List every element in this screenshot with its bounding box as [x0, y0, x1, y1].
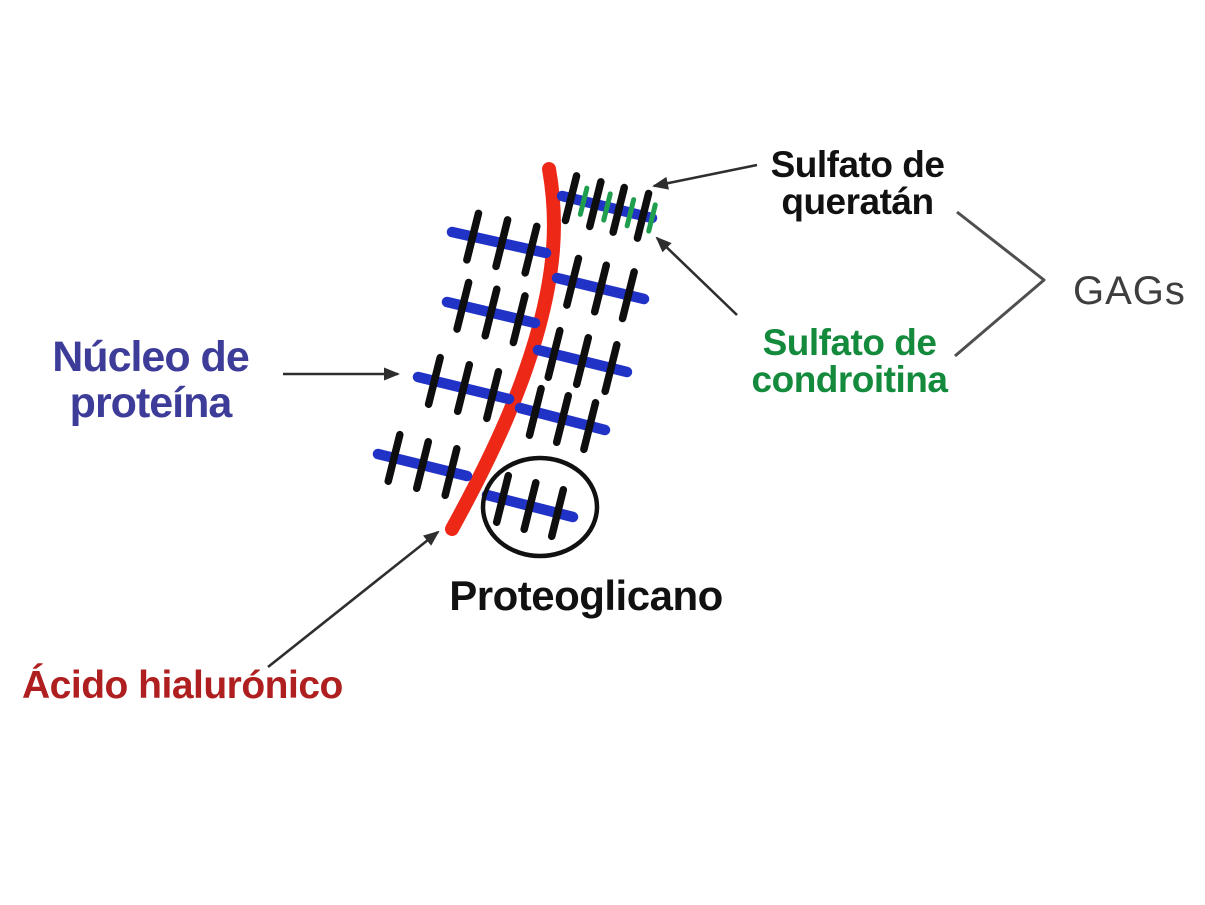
keratan-sulfate-label-line2: queratán — [781, 181, 934, 222]
chondroitin-sulfate-label-line1: Sulfato de — [762, 322, 937, 363]
gag-chain-left-1 — [446, 209, 552, 277]
keratan-sulfate-label-line1: Sulfato de — [770, 144, 945, 185]
gag-chain-right-2 — [551, 254, 650, 323]
gag-chain-right-4 — [514, 384, 611, 454]
gags-label: GAGs — [1073, 269, 1186, 313]
chondroitin-sulfate-label: Sulfato de condroitina — [697, 324, 1002, 398]
arrow-to-hyaluronic-acid — [267, 530, 440, 669]
protein-core-label-line1: Núcleo de — [52, 333, 250, 381]
gags-bracket — [954, 210, 1046, 358]
proteoglycan-label: Proteoglicano — [449, 572, 723, 619]
protein-core-curve — [445, 162, 561, 536]
annotation-arrows — [267, 163, 758, 669]
protein-core-label-line2: proteína — [69, 379, 233, 427]
protein-core-label: Núcleo de proteína — [8, 334, 293, 426]
gag-chain-circled — [481, 471, 579, 541]
keratan-sulfate-label: Sulfato de queratán — [705, 146, 1010, 220]
gag-chain-right-3 — [532, 326, 633, 396]
gag-chains — [372, 172, 658, 541]
gag-chain-left-2 — [441, 278, 541, 347]
arrow-to-keratan-chain — [652, 163, 758, 190]
gag-chain-left-4 — [372, 430, 473, 500]
arrow-to-chondroitin-chain — [655, 236, 738, 316]
hyaluronic-acid-label: Ácido hialurónico — [22, 664, 343, 707]
gag-chain-left-3 — [412, 353, 515, 423]
chondroitin-sulfate-label-line2: condroitina — [751, 359, 948, 400]
proteoglycan-circle — [480, 455, 600, 559]
gag-chain-keratan — [556, 172, 658, 242]
